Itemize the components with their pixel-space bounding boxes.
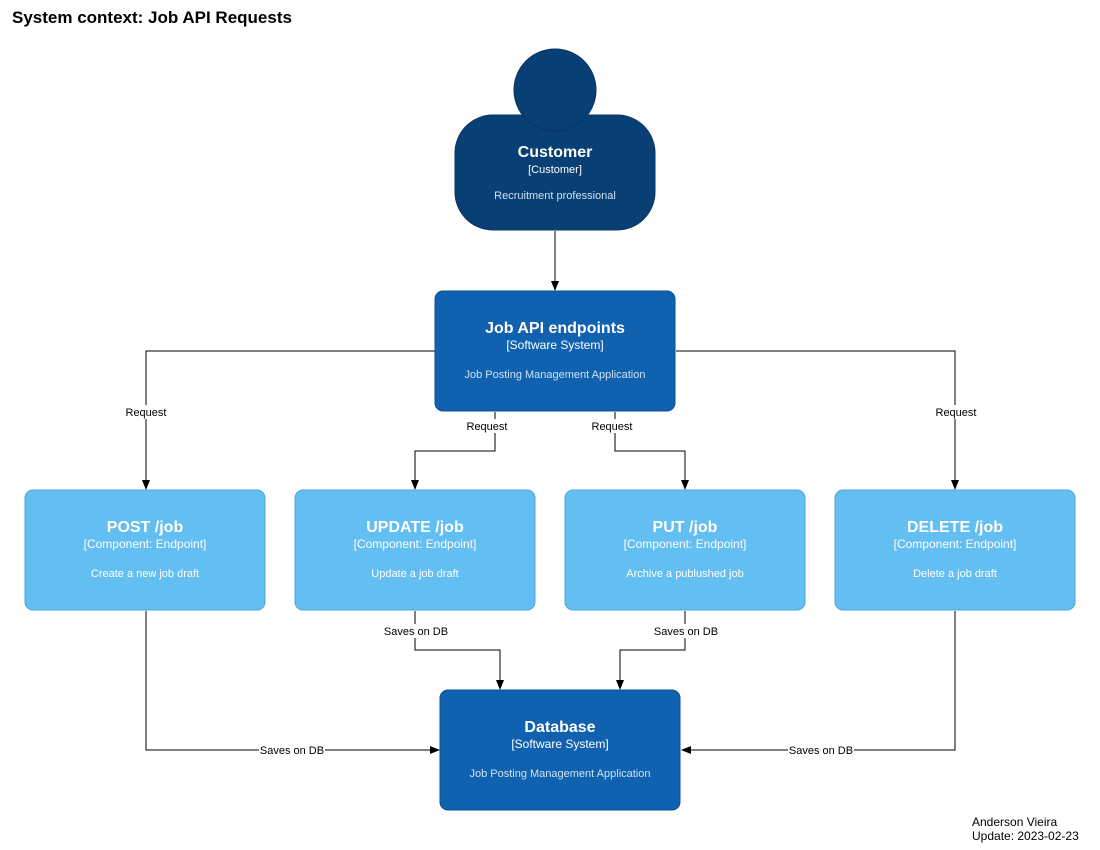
edge-put-db [616,611,686,690]
node-customer-description: Recruitment professional [494,190,616,202]
edge-api-delete [676,350,959,490]
node-update-job-description: Update a job draft [371,568,458,580]
node-delete-job-name: DELETE /job [907,519,1003,536]
node-delete-job[interactable]: DELETE /job [Component: Endpoint] Delete… [834,489,1076,611]
diagram-title: System context: Job API Requests [12,8,292,27]
node-update-job[interactable]: UPDATE /job [Component: Endpoint] Update… [294,489,536,611]
edge-update-db [414,611,504,690]
node-update-job-type: [Component: Endpoint] [354,537,477,551]
node-job-api-type: [Software System] [506,338,603,352]
node-job-api[interactable]: Job API endpoints [Software System] Job … [434,290,676,412]
node-customer-name: Customer [518,144,593,161]
node-put-job-name: PUT /job [653,519,718,536]
edge-label-update-db: Saves on DB [384,626,448,638]
node-delete-job-type: [Component: Endpoint] [894,537,1017,551]
person-head-icon [513,48,597,132]
node-put-job[interactable]: PUT /job [Component: Endpoint] Archive a… [564,489,806,611]
node-job-api-name: Job API endpoints [485,320,625,337]
edges: Request Request Request Request Saves on… [124,231,979,757]
footer-updated: Update: 2023-02-23 [972,829,1079,843]
footer: Anderson Vieira Update: 2023-02-23 [972,815,1079,843]
node-put-job-description: Archive a publushed job [626,568,743,580]
node-customer-type: [Customer] [528,164,582,176]
edge-post-db [145,611,440,754]
node-delete-job-description: Delete a job draft [913,568,997,580]
edge-label-put-db: Saves on DB [654,626,718,638]
node-database-name: Database [524,719,595,736]
edge-label-post-db: Saves on DB [260,745,324,757]
node-database-type: [Software System] [511,737,608,751]
edge-label-api-put: Request [592,421,633,433]
node-post-job-description: Create a new job draft [91,568,199,580]
node-post-job-name: POST /job [107,519,184,536]
edge-label-api-delete: Request [936,407,977,419]
footer-author: Anderson Vieira [972,815,1058,829]
node-put-job-type: [Component: Endpoint] [624,537,747,551]
node-database[interactable]: Database [Software System] Job Posting M… [439,689,681,811]
edge-label-api-update: Request [467,421,508,433]
node-post-job[interactable]: POST /job [Component: Endpoint] Create a… [24,489,266,611]
node-post-job-type: [Component: Endpoint] [84,537,207,551]
node-customer[interactable]: Customer [Customer] Recruitment professi… [454,48,656,231]
node-database-description: Job Posting Management Application [469,768,650,780]
edge-label-delete-db: Saves on DB [789,745,853,757]
edge-api-post [142,350,435,490]
edge-delete-db [681,611,956,754]
edge-label-api-post: Request [126,407,167,419]
node-update-job-name: UPDATE /job [366,519,464,536]
node-job-api-description: Job Posting Management Application [464,369,645,381]
